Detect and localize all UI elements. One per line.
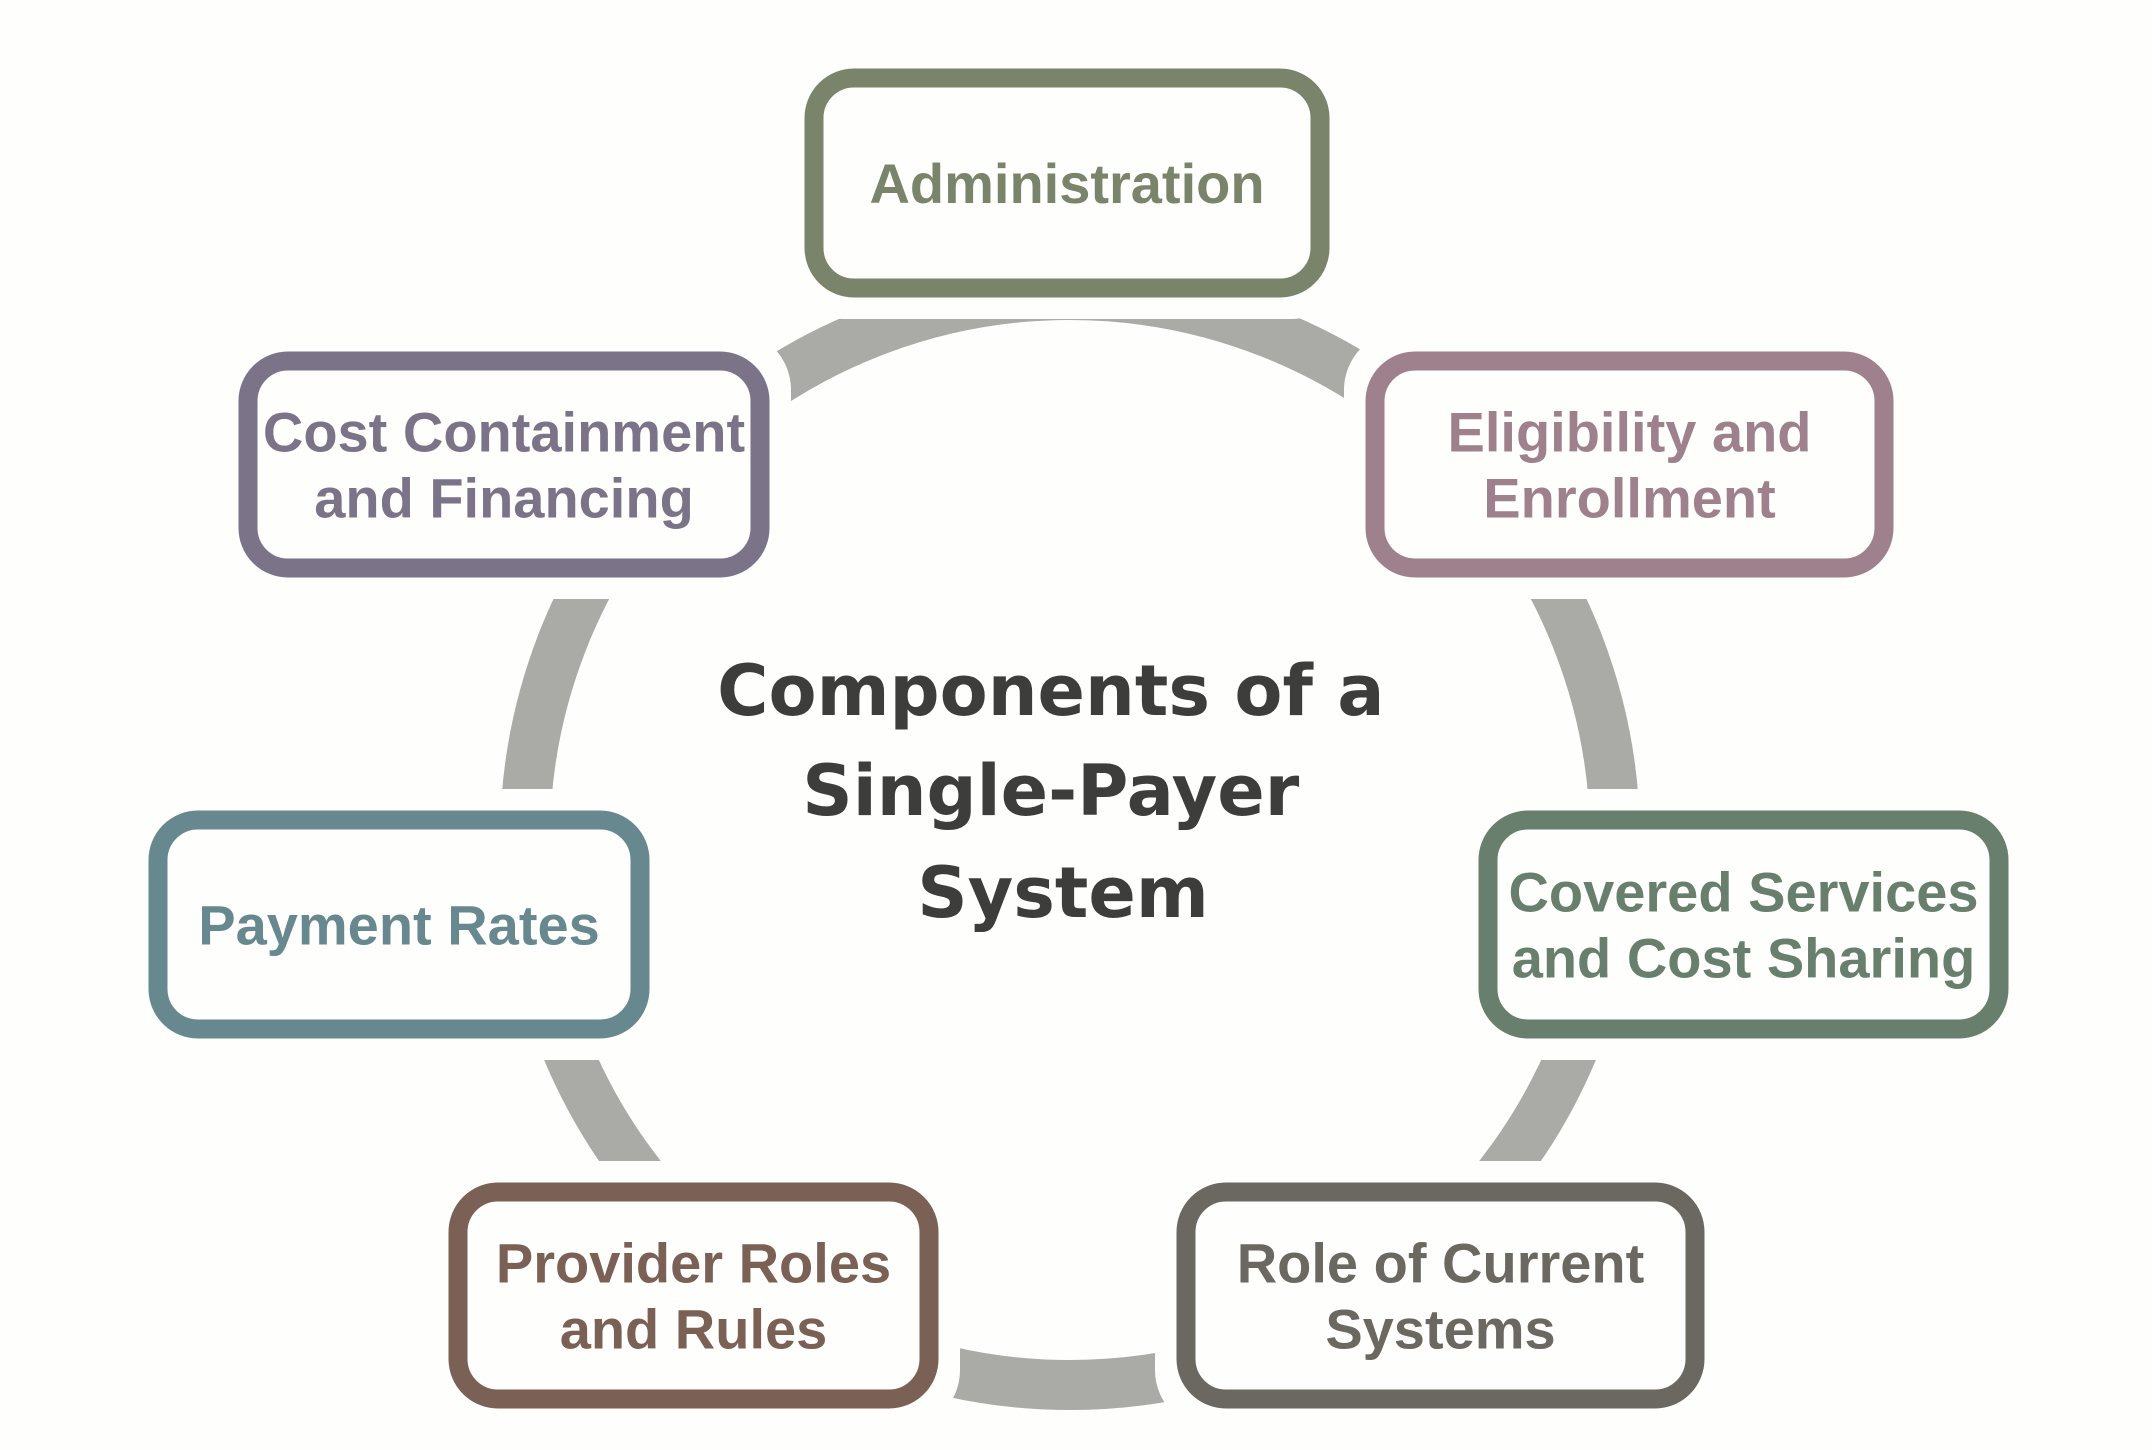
component-label-line: Systems [1325,1298,1555,1361]
diagram-title: Components of a Single-Payer System [717,650,1409,934]
component-label-line: Enrollment [1483,467,1775,530]
component-box-payment-rates: Payment Rates [127,789,671,1060]
box-border [1478,810,2009,1039]
box-border [148,810,650,1039]
component-label-line: Administration [869,152,1264,215]
component-label: Payment Rates [198,894,600,957]
component-box-administration: Administration [783,47,1351,319]
component-label-line: and Cost Sharing [1512,927,1976,990]
component-label-line: and Rules [560,1298,828,1361]
box-border [448,1182,939,1409]
box-border [1176,1182,1705,1409]
component-label-line: Payment Rates [198,894,600,957]
component-label-line: Role of Current [1237,1232,1645,1295]
component-label-line: Cost Containment [263,401,745,464]
box-border [1365,351,1894,578]
box-border [238,351,770,578]
component-label-line: Covered Services [1508,861,1978,924]
component-label: Administration [869,152,1264,215]
component-label-line: Eligibility and [1447,401,1811,464]
component-label-line: and Financing [314,467,694,530]
box-border [804,68,1330,298]
component-label-line: Provider Roles [496,1232,891,1295]
